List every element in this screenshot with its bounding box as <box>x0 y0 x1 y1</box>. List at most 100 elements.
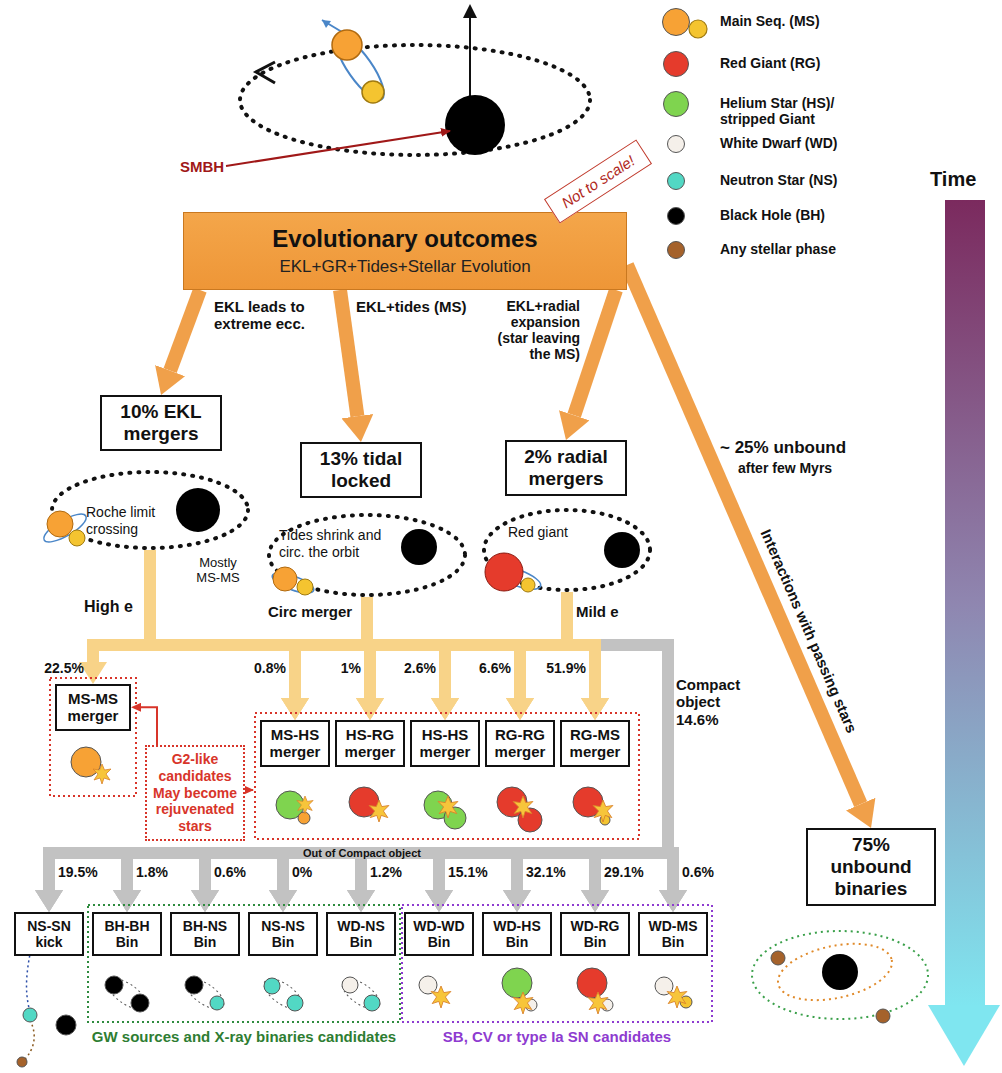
percent-label: 15.1% <box>448 864 488 880</box>
merger-box: HS-HS merger <box>410 720 480 767</box>
node-text: Red giant <box>508 524 588 541</box>
legend-text: White Dwarf (WD) <box>720 135 870 151</box>
node-text: Tides shrink and circ. the orbit <box>279 527 403 561</box>
illustration-shape <box>588 992 608 1014</box>
illustration-shape <box>484 510 650 590</box>
orbit-ellipse: Tides shrink and circ. the orbit <box>267 513 467 597</box>
illustration-shape <box>438 796 458 818</box>
branch-label: ~ 25% unbound <box>720 438 846 458</box>
illustration-shape <box>604 532 640 568</box>
binary-box: WD-NS Bin <box>326 912 396 956</box>
node-text: Not to scale! <box>551 147 644 216</box>
flow-arrow <box>340 290 357 416</box>
flow-arrow <box>567 592 673 890</box>
percent-label: 1.2% <box>370 864 402 880</box>
callout-box: G2-like candidates May become rejuvenate… <box>145 745 245 841</box>
branch-label: Mild e <box>576 603 619 620</box>
illustration-shape <box>297 796 313 814</box>
legend-swatch <box>662 8 690 36</box>
node-text: WD-MS Bin <box>644 918 702 950</box>
illustration-shape <box>131 994 149 1012</box>
node-text: G2-like candidates May become rejuvenate… <box>150 751 240 835</box>
illustration-shape <box>298 812 310 824</box>
flow-arrow <box>205 592 668 890</box>
node-text: WD-WD Bin <box>410 918 468 950</box>
binary-box: BH-BH Bin <box>92 912 162 956</box>
illustration-shape <box>876 1009 890 1023</box>
node-subtitle: EKL+GR+Tides+Stellar Evolution <box>279 257 530 277</box>
percent-label: 1% <box>313 660 361 676</box>
merger-box: RG-MS merger <box>560 720 630 767</box>
binary-box: BH-NS Bin <box>170 912 240 956</box>
flow-arrow <box>150 550 520 698</box>
node-text: MS-HS merger <box>266 726 324 761</box>
illustration-shape <box>287 995 303 1011</box>
illustration-shape <box>364 995 380 1011</box>
percent-label: 0.8% <box>238 660 286 676</box>
illustration-shape <box>264 978 280 994</box>
illustration-shape <box>273 567 297 591</box>
legend-swatch <box>663 91 689 117</box>
node-text: BH-BH Bin <box>98 918 156 950</box>
flow-arrow <box>150 550 595 698</box>
illustration-shape <box>259 973 307 1015</box>
node-text: BH-NS Bin <box>176 918 234 950</box>
time-arrow <box>928 200 1000 1066</box>
legend-swatch <box>667 241 685 259</box>
illustration-shape <box>401 529 437 565</box>
legend-swatch <box>667 207 685 225</box>
illustration-shape <box>105 976 123 994</box>
binary-box: WD-MS Bin <box>638 912 708 956</box>
illustration-shape <box>485 553 523 591</box>
merger-box: HS-RG merger <box>335 720 405 767</box>
illustration-shape <box>332 30 362 60</box>
outcome-box: 75% unbound binaries <box>806 828 936 906</box>
flow-arrow <box>370 592 567 698</box>
bus-label: Out of Compact object <box>300 847 424 859</box>
legend-swatch <box>667 172 685 190</box>
illustration-shape <box>255 713 639 839</box>
illustration-shape <box>50 678 136 796</box>
percent-label: 0.6% <box>682 864 714 880</box>
ellipse-outline <box>482 508 652 592</box>
branch-label: High e <box>84 598 133 616</box>
legend-text: Neutron Star (NS) <box>720 172 870 188</box>
illustration-shape <box>297 579 313 595</box>
node-text: Roche limit crossing <box>86 504 172 538</box>
binary-box: WD-WD Bin <box>404 912 474 956</box>
callout-label: SMBH <box>180 158 224 175</box>
node-text: 2% radial mergers <box>511 446 621 490</box>
outcome-box: 2% radial mergers <box>505 440 627 496</box>
illustration-shape <box>226 131 450 166</box>
node-text: HS-HS merger <box>416 726 474 761</box>
callout-arrow <box>245 789 253 791</box>
legend-companion-star <box>689 20 707 38</box>
outcome-box: 13% tidal locked <box>300 442 422 498</box>
branch-label: EKL leads to extreme ecc. <box>214 298 326 333</box>
orbit-ellipse: Roche limit crossing <box>50 470 250 550</box>
illustration-shape <box>256 62 275 83</box>
illustration-shape <box>593 800 613 822</box>
illustration-shape <box>47 511 73 537</box>
percent-label: 29.1% <box>604 864 644 880</box>
node-text: WD-HS Bin <box>488 918 546 950</box>
legend-text: Black Hole (BH) <box>720 207 870 223</box>
percent-label: 0% <box>292 864 312 880</box>
binary-box: WD-HS Bin <box>482 912 552 956</box>
illustration-shape <box>928 1005 1000 1066</box>
percent-label: 0.6% <box>214 864 246 880</box>
illustration-shape <box>93 764 111 784</box>
illustration-shape <box>463 4 477 18</box>
percent-label: 1.8% <box>136 864 168 880</box>
smbh-orbit <box>226 4 590 166</box>
flow-arrow <box>574 290 616 415</box>
illustration-shape <box>502 968 532 998</box>
outcome-box: 10% EKL mergers <box>100 395 222 451</box>
group-outlines <box>50 678 712 1022</box>
note-label: Mostly MS-MS <box>186 556 250 586</box>
flow-arrow <box>283 592 668 890</box>
unbound-illustration <box>752 931 928 1023</box>
illustration-shape <box>328 30 391 106</box>
illustration-shape <box>322 20 342 32</box>
